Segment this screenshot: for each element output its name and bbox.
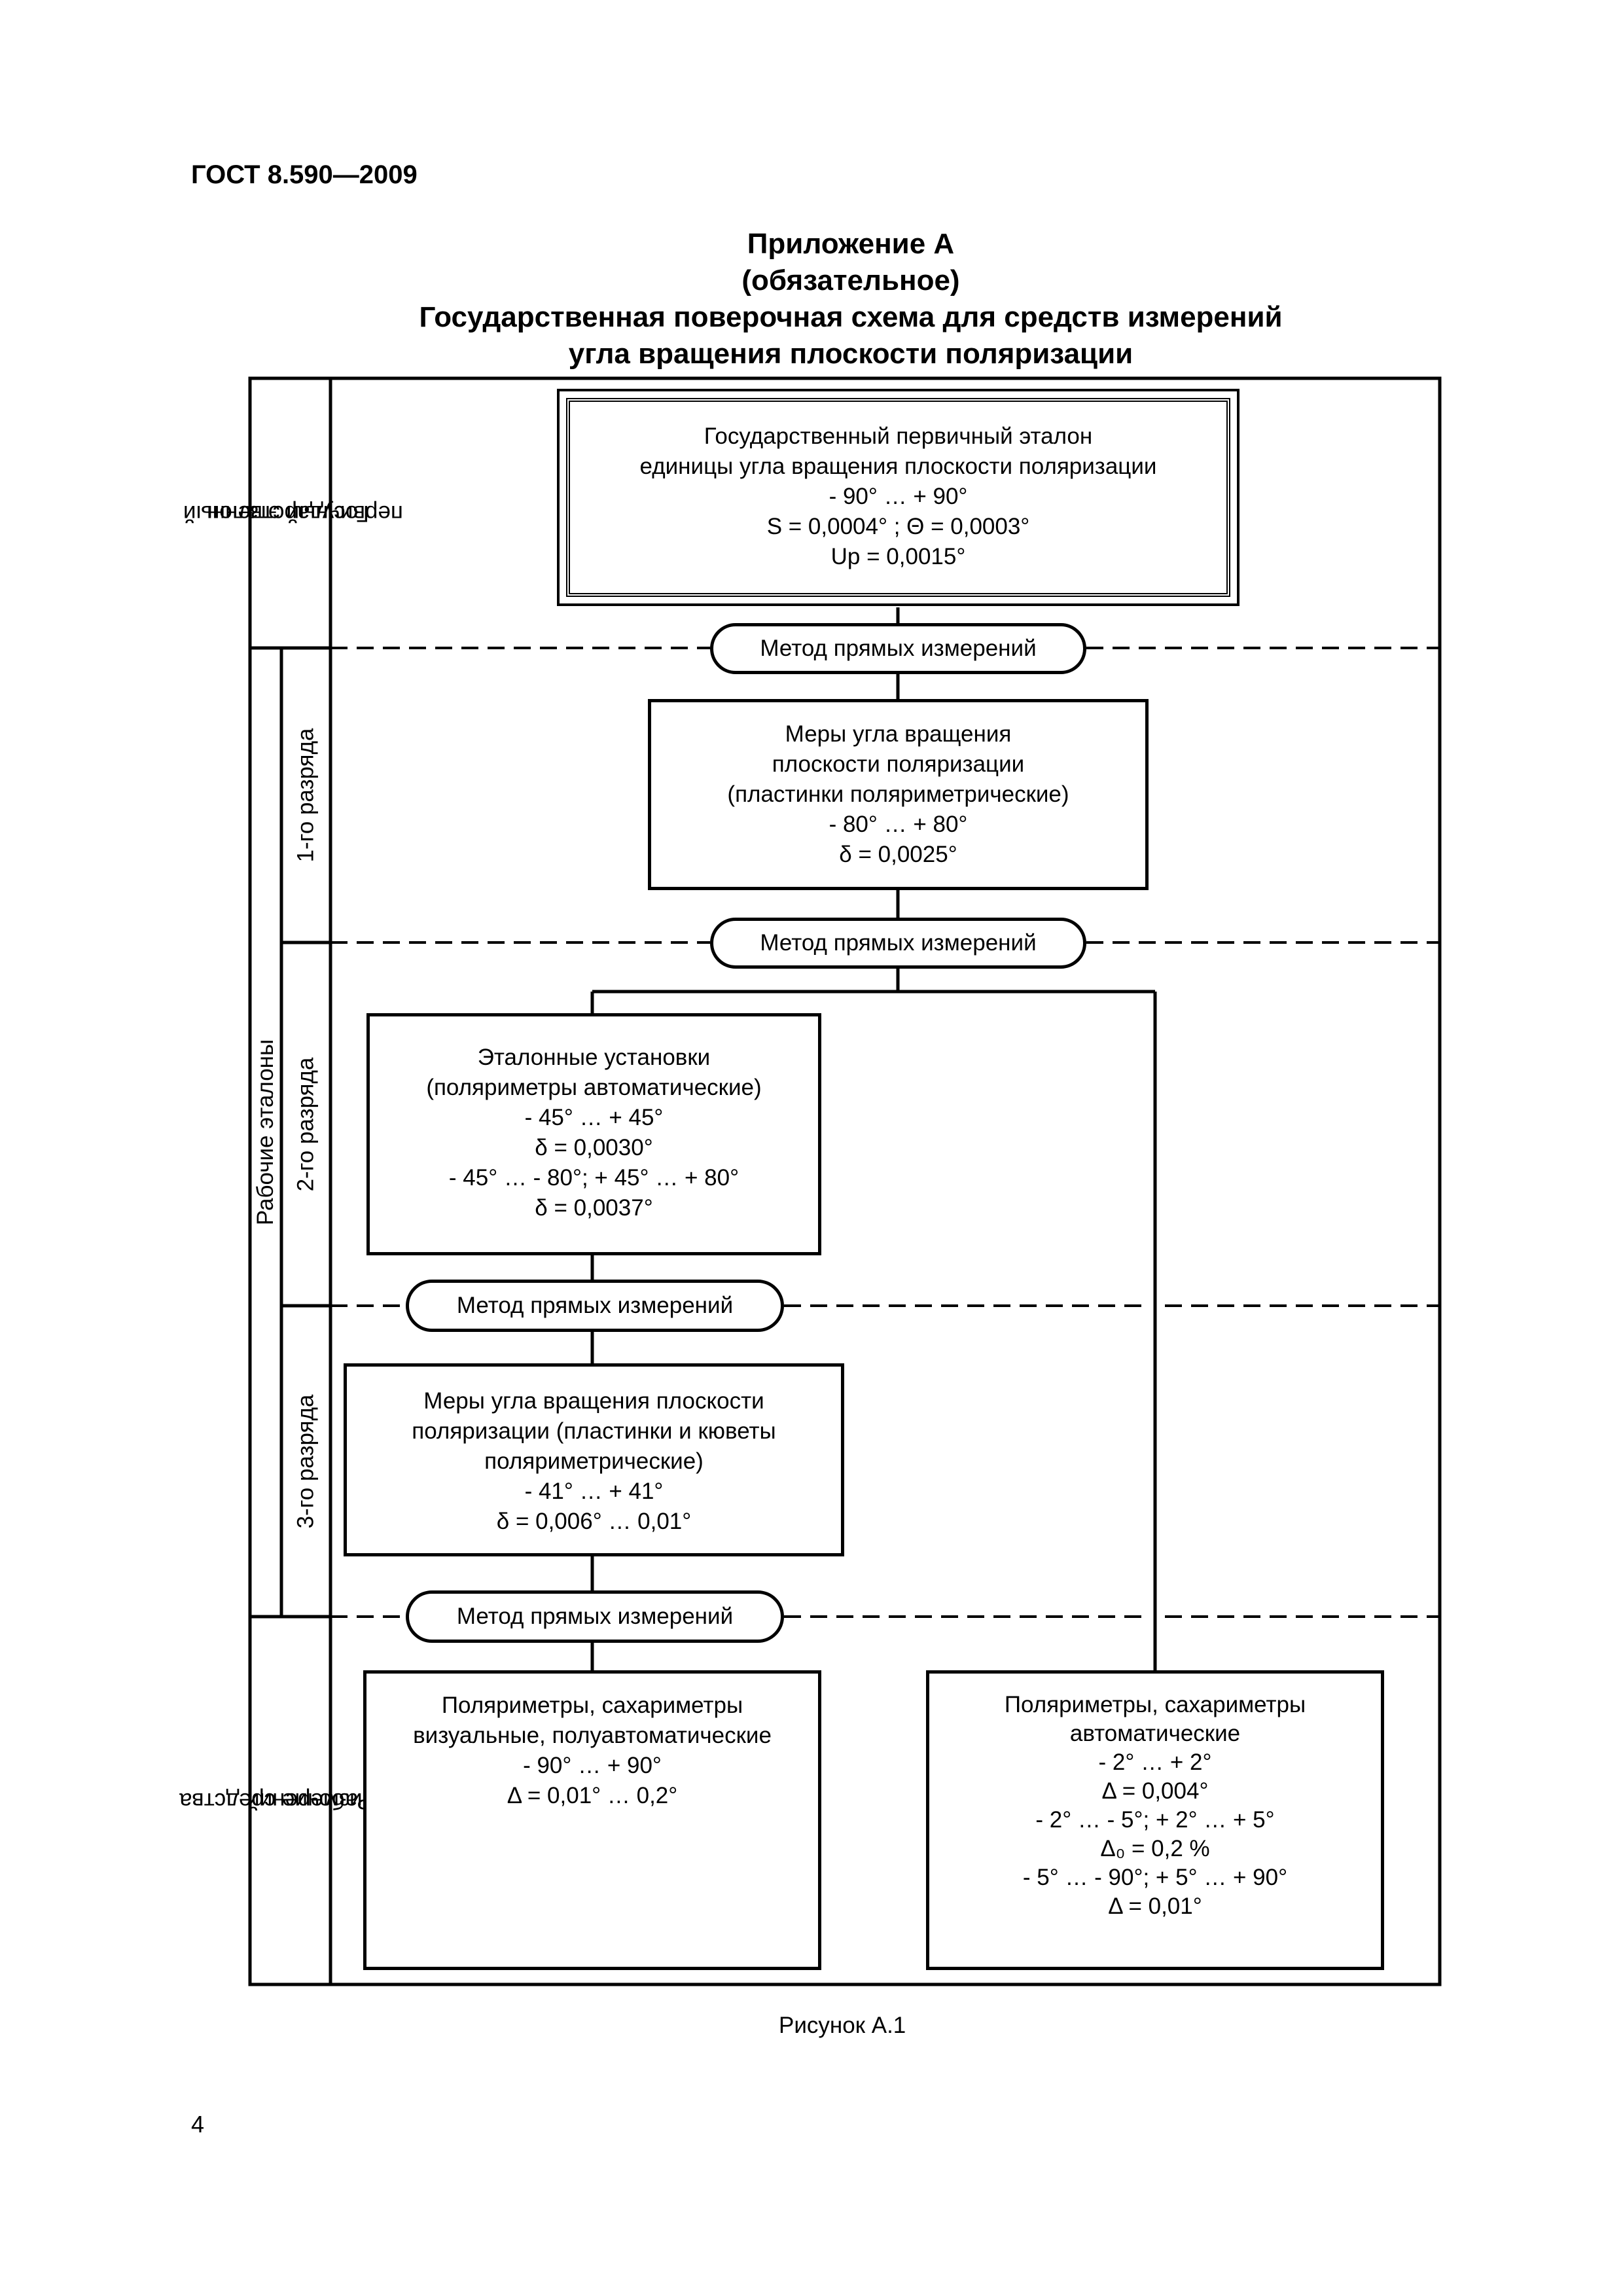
box-text-line: - 45° … - 80°; + 45° … + 80° (448, 1165, 740, 1191)
title-line: Государственная поверочная схема для сре… (419, 301, 1283, 333)
rank3-measures-box: Меры угла вращения плоскости поляризации… (344, 1363, 844, 1556)
box-text-line: Up = 0,0015° (830, 544, 966, 569)
title-line: (обязательное) (741, 264, 960, 296)
method-oval: Метод прямых измерений (710, 918, 1086, 969)
box-text-line: Меры угла вращения (785, 721, 1012, 747)
level-label-text: Рабочие эталоны (253, 1039, 279, 1226)
box-text-line: - 5° … - 90°; + 5° … + 90° (1022, 1865, 1288, 1890)
box-text-line: Государственный первичный эталон (704, 423, 1093, 449)
box-text-line: Δ = 0,004° (1101, 1778, 1209, 1804)
document-id: ГОСТ 8.590—2009 (191, 160, 418, 189)
box-text-line: - 45° … + 45° (524, 1105, 664, 1130)
box-text-line: визуальные, полуавтоматические (413, 1723, 772, 1748)
title-line: угла вращения плоскости поляризации (568, 338, 1133, 370)
box-text-line: δ = 0,0025° (839, 842, 957, 867)
box-text-line: - 90° … + 90° (829, 484, 968, 509)
method-label: Метод прямых измерений (456, 1604, 734, 1629)
box-text-line: Δ₀ = 0,2 % (1100, 1836, 1210, 1861)
method-label: Метод прямых измерений (760, 930, 1037, 956)
rank1-measures-box: Меры угла вращения плоскости поляризации… (648, 699, 1149, 890)
title-line: Приложение А (747, 228, 955, 260)
box-text-line: единицы угла вращения плоскости поляриза… (639, 454, 1157, 479)
level-label-text: 3-го разряда (293, 1394, 319, 1528)
box-text-line: - 2° … + 2° (1098, 1749, 1212, 1775)
box-text-line: Δ = 0,01° (1108, 1893, 1202, 1919)
page-title: Приложение А (обязательное) Государствен… (288, 226, 1414, 372)
level-label-primary: Государственный первичный эталон (183, 378, 403, 648)
box-text-line: δ = 0,0030° (535, 1135, 653, 1160)
level-label-rank3: 3-го разряда (281, 1306, 330, 1617)
method-oval: Метод прямых измерений (406, 1590, 784, 1643)
level-label-rank2: 2-го разряда (281, 942, 330, 1306)
box-text-line: - 41° … + 41° (524, 1479, 664, 1504)
box-text-line: поляриметрические) (484, 1448, 704, 1474)
level-label-rank1: 1-го разряда (281, 648, 330, 942)
method-label: Метод прямых измерений (760, 636, 1037, 661)
box-text-line: автоматические (1069, 1721, 1241, 1746)
box-text-line: Δ = 0,01° … 0,2° (507, 1783, 678, 1808)
box-text-line: δ = 0,0037° (535, 1195, 653, 1221)
auto-polarimeters-box: Поляриметры, сахариметры автоматические … (926, 1670, 1384, 1970)
level-label-text: 1-го разряда (293, 728, 319, 863)
box-text-line: - 90° … + 90° (523, 1753, 662, 1778)
box-text-line: Поляриметры, сахариметры (441, 1693, 743, 1718)
box-text-line: поляризации (пластинки и кюветы (412, 1418, 776, 1444)
box-text-line: Эталонные установки (477, 1045, 711, 1070)
figure-caption: Рисунок А.1 (779, 2013, 906, 2038)
level-label-text: 2-го разряда (293, 1057, 319, 1191)
box-text-line: Поляриметры, сахариметры (1004, 1692, 1306, 1717)
page-number: 4 (191, 2111, 205, 2138)
visual-polarimeters-box: Поляриметры, сахариметры визуальные, пол… (363, 1670, 821, 1970)
method-oval: Метод прямых измерений (406, 1280, 784, 1332)
box-text-line: (поляриметры автоматические) (426, 1075, 762, 1100)
method-oval: Метод прямых измерений (710, 623, 1086, 674)
box-text-line: (пластинки поляриметрические) (727, 781, 1069, 807)
box-text-line: S = 0,0004° ; Θ = 0,0003° (766, 514, 1030, 539)
box-text-line: - 80° … + 80° (829, 812, 968, 837)
method-label: Метод прямых измерений (456, 1293, 734, 1318)
level-label-line: первичный эталон (206, 501, 403, 526)
box-text-line: - 2° … - 5°; + 2° … + 5° (1035, 1807, 1275, 1833)
level-label-working-standards: Рабочие эталоны (250, 648, 281, 1617)
box-text-line: δ = 0,006° … 0,01° (496, 1509, 692, 1534)
level-label-working-instruments: Рабочие средства измерений (179, 1617, 372, 1984)
primary-standard-box: Государственный первичный эталон единицы… (557, 389, 1240, 606)
rank2-installations-box: Эталонные установки (поляриметры автомат… (366, 1013, 821, 1255)
box-text-line: плоскости поляризации (772, 751, 1025, 777)
box-text-line: Меры угла вращения плоскости (423, 1388, 764, 1414)
outer-frame (248, 376, 1442, 1986)
